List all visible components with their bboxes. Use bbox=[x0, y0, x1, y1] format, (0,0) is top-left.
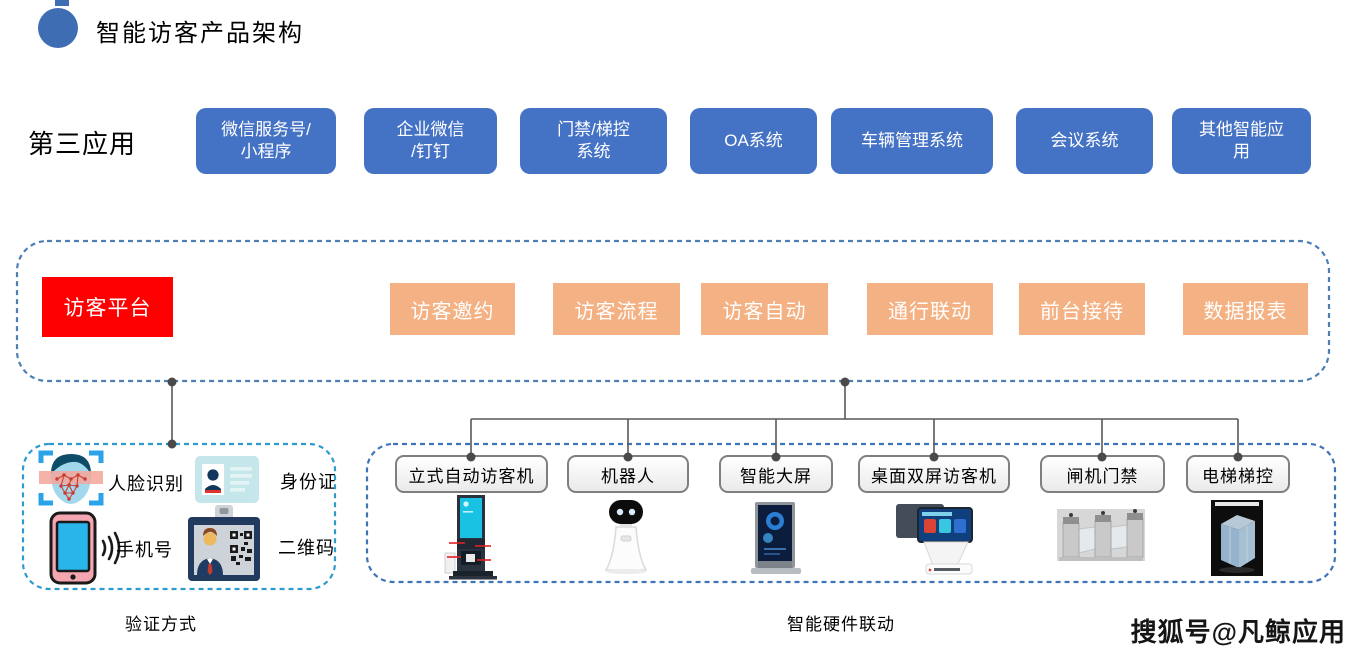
visitor-platform-box: 访客平台 bbox=[42, 277, 173, 337]
third-apps-row-label: 第三应用 bbox=[28, 129, 137, 159]
kiosk-image bbox=[444, 495, 497, 580]
verification-caption: 验证方式 bbox=[125, 615, 197, 634]
face-recognition-icon bbox=[38, 450, 104, 506]
qr-badge-icon bbox=[188, 505, 260, 581]
app-box-oa-system: OA系统 bbox=[690, 108, 817, 174]
id-card-icon bbox=[195, 456, 259, 503]
desktop-dual-screen-image bbox=[896, 504, 973, 575]
device-label-elevator: 电梯梯控 bbox=[1186, 455, 1290, 493]
verification-label-qrcode: 二维码 bbox=[278, 538, 335, 558]
signage-image bbox=[751, 502, 801, 574]
device-label-turnstile: 闸机门禁 bbox=[1040, 455, 1165, 493]
app-box-other-smart-apps: 其他智能应 用 bbox=[1172, 108, 1311, 174]
phone-icon bbox=[49, 511, 121, 585]
module-data-report: 数据报表 bbox=[1183, 283, 1308, 335]
connector-lines bbox=[167, 377, 1243, 462]
module-visitor-flow: 访客流程 bbox=[553, 283, 680, 335]
title-bullet-icon bbox=[38, 8, 78, 48]
device-label-robot: 机器人 bbox=[567, 455, 689, 493]
module-pass-linkage: 通行联动 bbox=[867, 283, 993, 335]
app-box-access-elevator-system: 门禁/梯控 系统 bbox=[520, 108, 667, 174]
device-label-signage: 智能大屏 bbox=[719, 455, 833, 493]
logo-fragment bbox=[55, 0, 69, 6]
verification-container-border bbox=[21, 442, 337, 591]
turnstile-image bbox=[1057, 509, 1145, 561]
robot-image bbox=[604, 500, 648, 575]
watermark-text: 搜狐号@凡鲸应用 bbox=[1130, 617, 1346, 647]
app-box-vehicle-management: 车辆管理系统 bbox=[831, 108, 993, 174]
elevator-image bbox=[1211, 500, 1263, 576]
app-box-wechat-service: 微信服务号/ 小程序 bbox=[196, 108, 336, 174]
app-box-meeting-system: 会议系统 bbox=[1016, 108, 1153, 174]
page-title: 智能访客产品架构 bbox=[96, 21, 304, 47]
hardware-caption: 智能硬件联动 bbox=[787, 615, 895, 634]
verification-label-phone: 手机号 bbox=[116, 540, 173, 560]
module-reception: 前台接待 bbox=[1019, 283, 1145, 335]
module-visitor-auto: 访客自动 bbox=[701, 283, 828, 335]
verification-label-idcard: 身份证 bbox=[280, 472, 337, 492]
device-label-kiosk: 立式自动访客机 bbox=[395, 455, 548, 493]
verification-label-face: 人脸识别 bbox=[108, 474, 184, 494]
app-box-wecom-dingtalk: 企业微信 /钉钉 bbox=[364, 108, 497, 174]
device-label-desktop-machine: 桌面双屏访客机 bbox=[858, 455, 1010, 493]
module-visitor-invite: 访客邀约 bbox=[390, 283, 515, 335]
